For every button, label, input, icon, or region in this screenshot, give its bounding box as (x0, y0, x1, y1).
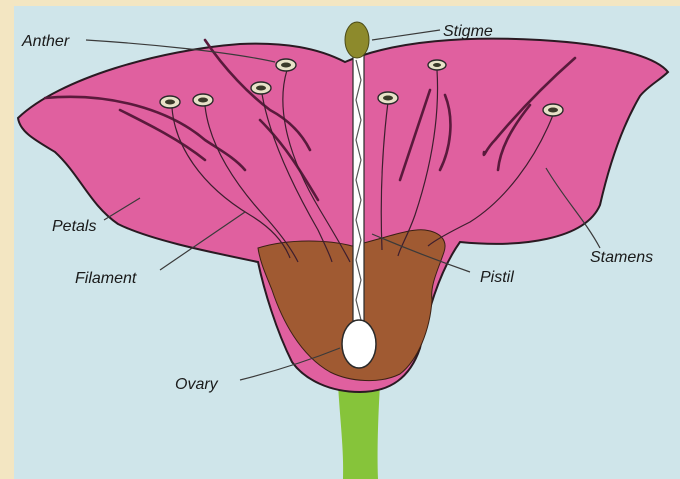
label-filament: Filament (75, 270, 137, 287)
label-stigme: Stigme (443, 23, 493, 40)
stigma (345, 22, 369, 58)
anther-5 (378, 92, 398, 104)
label-stamens: Stamens (590, 249, 653, 266)
label-ovary: Ovary (175, 376, 219, 393)
anther-2 (193, 94, 213, 106)
label-pistil: Pistil (480, 269, 514, 286)
anther-6 (428, 60, 446, 70)
anther-4 (276, 59, 296, 71)
label-anther: Anther (21, 33, 70, 50)
anther-1 (160, 96, 180, 108)
label-petals: Petals (52, 218, 96, 235)
pistil (353, 54, 364, 329)
ovary (342, 320, 376, 368)
anther-3 (251, 82, 271, 94)
stem (338, 384, 380, 479)
anther-7 (543, 104, 563, 116)
